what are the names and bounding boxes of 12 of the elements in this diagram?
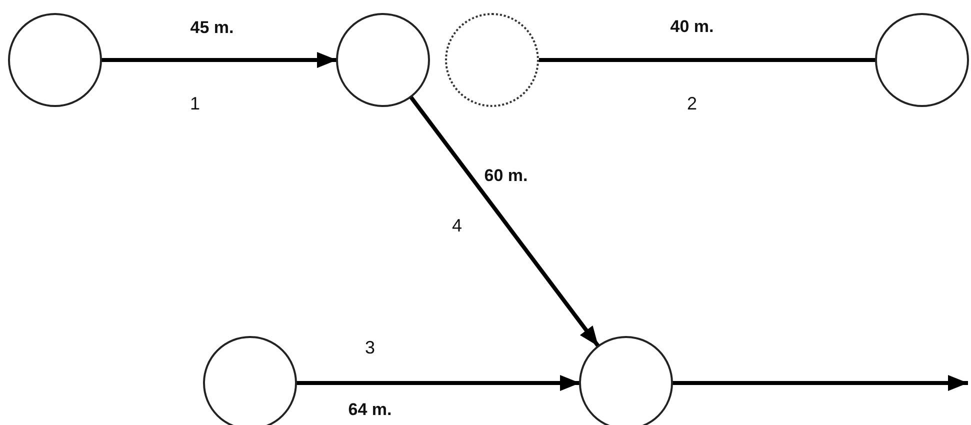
- distance-label: 64 m.: [348, 400, 392, 420]
- distance-label: 40 m.: [670, 17, 714, 37]
- activity-arrow: [672, 375, 968, 391]
- activity-number: 2: [687, 94, 697, 114]
- distance-label: 45 m.: [190, 18, 234, 38]
- activity-arrow: [296, 375, 580, 391]
- activity-number: 1: [190, 94, 200, 114]
- activity-arrow: [101, 52, 337, 68]
- activity-arrow: [409, 96, 600, 348]
- activity-number: 4: [452, 216, 462, 236]
- distance-label: 60 m.: [484, 166, 528, 186]
- activity-number: 3: [365, 338, 375, 358]
